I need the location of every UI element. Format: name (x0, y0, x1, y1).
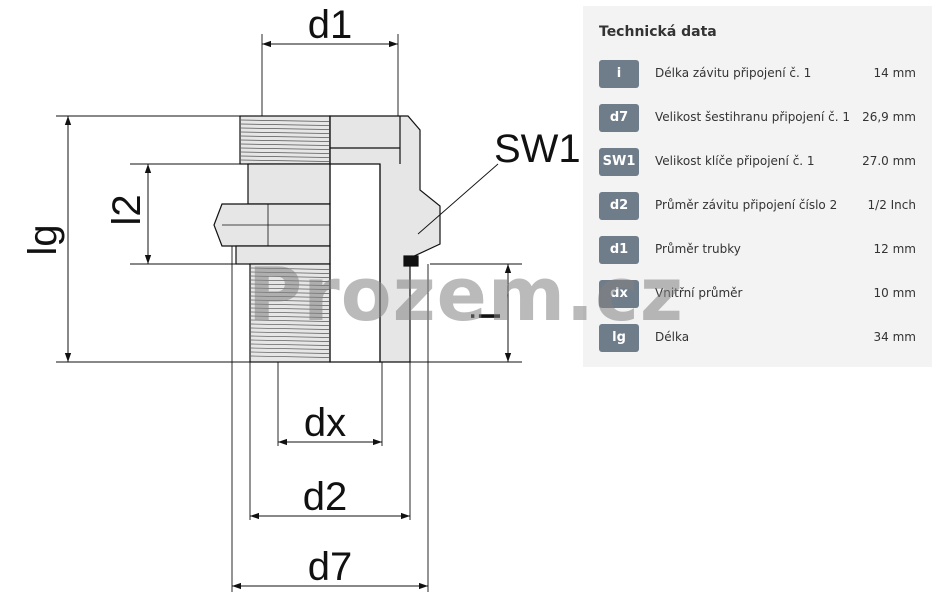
sw1-leader (417, 163, 499, 235)
extension-lines (56, 34, 522, 592)
thread-line (250, 307, 330, 310)
spec-badge: d7 (599, 104, 639, 132)
spec-badge: i (599, 60, 639, 88)
section-wall (329, 115, 441, 363)
thread-line (240, 151, 330, 154)
label-l2: l2 (105, 194, 149, 225)
thread-line (250, 327, 330, 330)
technical-data-panel: Technická data i Délka závitu připojení … (583, 6, 932, 367)
thread-line (240, 127, 330, 130)
spec-badge: SW1 (599, 148, 639, 176)
thread-line (250, 271, 330, 274)
thread-line (250, 355, 330, 358)
thread-line (250, 335, 330, 338)
thread-line (250, 351, 330, 354)
thread-line (240, 135, 330, 138)
spec-row-sw1: SW1 Velikost klíče připojení č. 1 27.0 m… (599, 148, 916, 176)
label-dx: dx (304, 401, 346, 445)
label-d2: d2 (303, 475, 348, 519)
thread-line (250, 299, 330, 302)
label-i: i (465, 312, 509, 321)
thread-lines (240, 119, 330, 358)
spec-row-d1: d1 Průměr trubky 12 mm (599, 236, 916, 264)
spec-value: 10 mm (873, 286, 916, 300)
label-lg: lg (21, 224, 65, 255)
thread-line (240, 147, 330, 150)
spec-row-d7: d7 Velikost šestihranu připojení č. 1 26… (599, 104, 916, 132)
thread-line (250, 347, 330, 350)
thread-line (250, 311, 330, 314)
spec-label: Vnitřní průměr (655, 286, 743, 300)
spec-value: 14 mm (873, 66, 916, 80)
dimension-lines (64, 40, 512, 590)
lower-neck (235, 245, 331, 265)
thread-line (250, 275, 330, 278)
thread-line (240, 119, 330, 122)
spec-value: 27.0 mm (862, 154, 916, 168)
thread-line (240, 155, 330, 158)
thread-line (240, 131, 330, 134)
spec-label: Průměr trubky (655, 242, 741, 256)
spec-value: 26,9 mm (862, 110, 916, 124)
spec-label: Délka (655, 330, 690, 344)
spec-row-lg: lg Délka 34 mm (599, 324, 916, 352)
thread-line (250, 343, 330, 346)
spec-badge: lg (599, 324, 639, 352)
spec-label: Velikost klíče připojení č. 1 (655, 154, 815, 168)
spec-label: Průměr závitu připojení číslo 2 (655, 198, 838, 212)
thread-line (250, 323, 330, 326)
thread-line (250, 283, 330, 286)
spec-badge: d2 (599, 192, 639, 220)
spec-label: Velikost šestihranu připojení č. 1 (655, 110, 850, 124)
thread-line (240, 139, 330, 142)
thread-line (250, 339, 330, 342)
panel-title: Technická data (599, 24, 717, 40)
thread-line (240, 143, 330, 146)
spec-value: 34 mm (873, 330, 916, 344)
label-d7: d7 (308, 545, 353, 589)
thread-line (250, 291, 330, 294)
spec-value: 12 mm (873, 242, 916, 256)
upper-neck (247, 163, 331, 205)
fitting-body (213, 115, 441, 363)
spec-badge: dx (599, 280, 639, 308)
thread-line (250, 303, 330, 306)
thread-line (240, 159, 330, 162)
label-d1: d1 (308, 3, 353, 47)
thread-line (250, 331, 330, 334)
thread-line (250, 295, 330, 298)
thread-line (250, 319, 330, 322)
spec-row-d2: d2 Průměr závitu připojení číslo 2 1/2 I… (599, 192, 916, 220)
dimension-labels: d1 SW1 lg l2 i dx d2 d7 (21, 3, 581, 589)
thread-line (240, 123, 330, 126)
thread-line (250, 279, 330, 282)
spec-value: 1/2 Inch (867, 198, 916, 212)
thread-line (250, 315, 330, 318)
thread-line (250, 267, 330, 270)
spec-label: Délka závitu připojení č. 1 (655, 66, 812, 80)
thread-line (250, 287, 330, 290)
spec-row-dx: dx Vnitřní průměr 10 mm (599, 280, 916, 308)
spec-row-i: i Délka závitu připojení č. 1 14 mm (599, 60, 916, 88)
spec-badge: d1 (599, 236, 639, 264)
bore-outline (329, 116, 381, 363)
label-sw1: SW1 (494, 127, 581, 171)
seal-ring (403, 255, 419, 267)
